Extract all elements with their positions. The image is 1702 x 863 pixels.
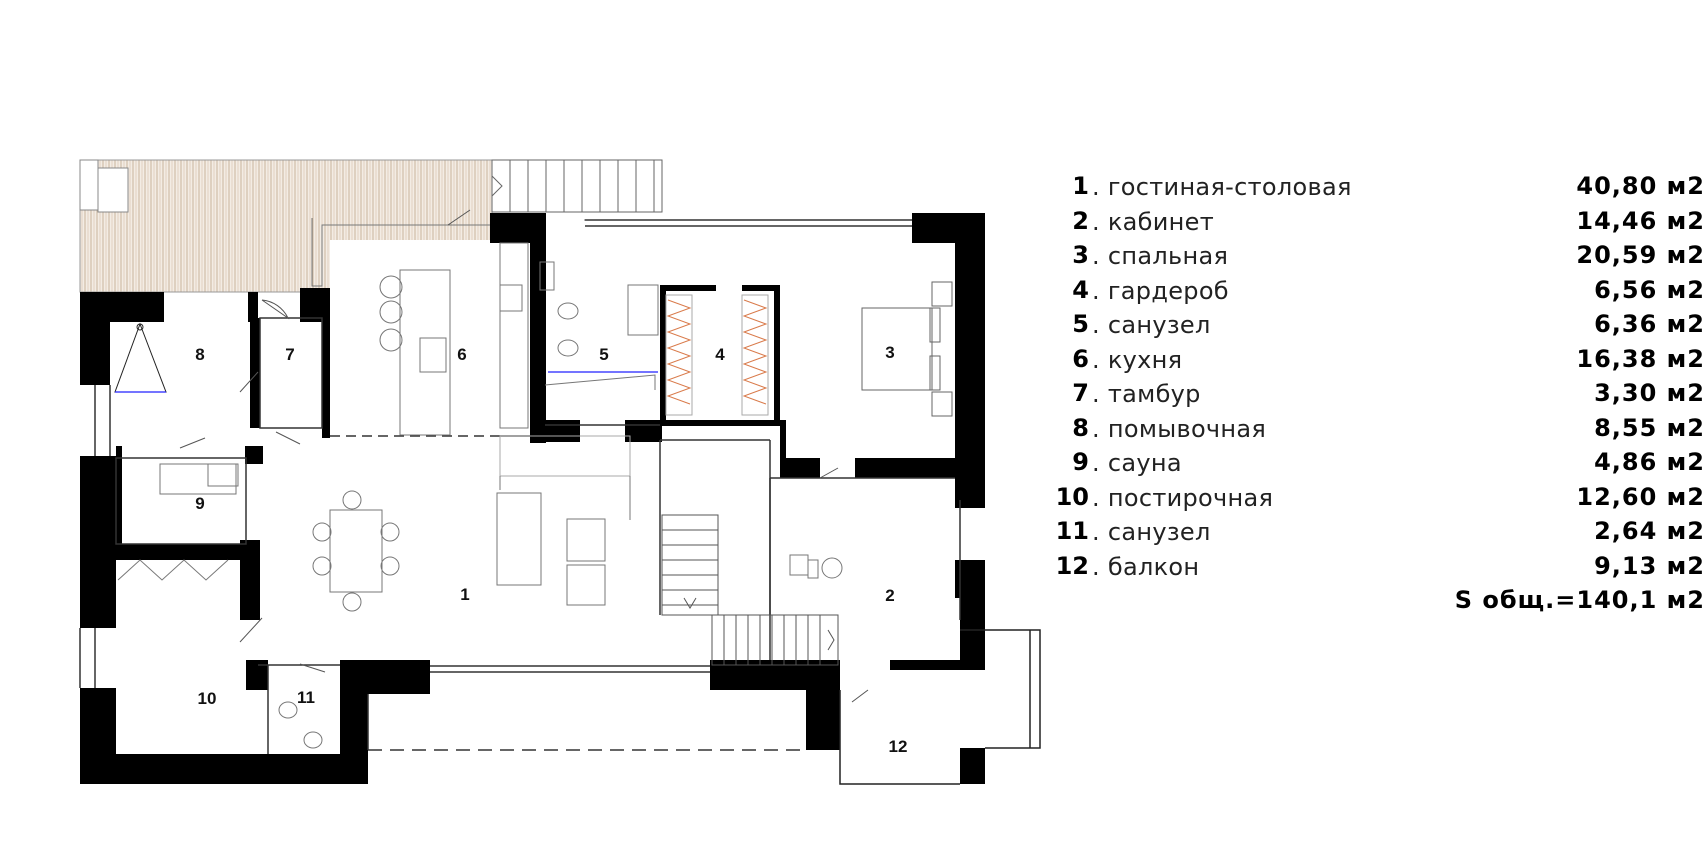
legend-num: 2 bbox=[1072, 206, 1089, 235]
legend-num: 6 bbox=[1072, 344, 1089, 373]
legend-area: 6,36 м2 bbox=[1594, 310, 1702, 338]
legend-name: помывочная bbox=[1107, 414, 1267, 443]
study-desk bbox=[789, 554, 843, 579]
sofa bbox=[496, 435, 631, 606]
legend-num: 4 bbox=[1072, 275, 1089, 304]
legend-name: санузел bbox=[1107, 311, 1211, 339]
wardrobe-racks bbox=[665, 294, 769, 416]
legend-area: 9,13 м2 bbox=[1594, 551, 1702, 580]
floor-plan: 1 2 3 4 5 6 7 8 9 10 11 12 bbox=[79, 159, 1041, 785]
legend-name: постирочная bbox=[1107, 483, 1274, 512]
room-label-9: 9 bbox=[195, 494, 204, 513]
balcony bbox=[839, 629, 1041, 785]
room-label-3: 3 bbox=[885, 343, 894, 362]
legend-num: 9 bbox=[1072, 448, 1089, 476]
legend-name: тамбур bbox=[1107, 380, 1201, 408]
legend-num: 11 bbox=[1055, 517, 1089, 545]
legend-area: 12,60 м2 bbox=[1576, 482, 1702, 511]
legend-area: 2,64 м2 bbox=[1594, 517, 1702, 545]
legend-num: 12 bbox=[1055, 551, 1089, 580]
door-swings bbox=[179, 209, 869, 703]
bathroom-fixtures bbox=[544, 284, 659, 390]
dining-table bbox=[312, 490, 400, 612]
legend-area: 6,56 м2 bbox=[1594, 275, 1702, 304]
legend-name: балкон bbox=[1107, 552, 1200, 581]
legend-num: 10 bbox=[1055, 482, 1089, 511]
walls bbox=[80, 213, 985, 784]
room-label-2: 2 bbox=[885, 586, 894, 605]
room-label-1: 1 bbox=[460, 585, 469, 604]
total-area: S общ.=140,1 м2 bbox=[1454, 586, 1702, 614]
legend-area: 40,80 м2 bbox=[1576, 172, 1702, 200]
bed bbox=[861, 281, 953, 417]
exterior-stairs-top bbox=[491, 159, 663, 213]
legend-area: 20,59 м2 bbox=[1576, 241, 1702, 269]
legend-num: 7 bbox=[1072, 379, 1089, 407]
legend-num: 3 bbox=[1072, 241, 1089, 269]
room-label-12: 12 bbox=[889, 737, 908, 756]
legend-name: кухня bbox=[1107, 345, 1183, 374]
legend-area: 4,86 м2 bbox=[1594, 448, 1702, 476]
kitchen-furniture bbox=[379, 242, 555, 436]
legend-name: гостиная-столовая bbox=[1107, 173, 1352, 201]
legend-name: спальная bbox=[1107, 242, 1229, 270]
room-label-8: 8 bbox=[195, 345, 204, 364]
legend-name: кабинет bbox=[1107, 207, 1215, 236]
legend-name: санузел bbox=[1107, 518, 1211, 546]
legend-num: 1 bbox=[1072, 172, 1089, 200]
room-label-6: 6 bbox=[457, 345, 466, 364]
interior-stairs bbox=[661, 514, 839, 666]
room-label-5: 5 bbox=[599, 345, 608, 364]
room-label-4: 4 bbox=[715, 345, 725, 364]
legend-name: сауна bbox=[1107, 449, 1182, 477]
legend-name: гардероб bbox=[1107, 276, 1229, 305]
total-area-row: S общ.=140,1 м2 bbox=[1040, 586, 1702, 621]
legend-area: 3,30 м2 bbox=[1594, 379, 1702, 407]
room-label-7: 7 bbox=[285, 345, 294, 364]
legend-area: 16,38 м2 bbox=[1576, 344, 1702, 373]
room-label-11: 11 bbox=[297, 688, 315, 707]
toilet bbox=[278, 701, 323, 749]
room-label-10: 10 bbox=[198, 689, 217, 708]
sauna-bench bbox=[117, 463, 239, 581]
legend-area: 14,46 м2 bbox=[1576, 206, 1702, 235]
legend-num: 8 bbox=[1072, 413, 1089, 442]
legend-num: 5 bbox=[1072, 310, 1089, 338]
legend-area: 8,55 м2 bbox=[1594, 413, 1702, 442]
shower-tray bbox=[114, 322, 167, 393]
